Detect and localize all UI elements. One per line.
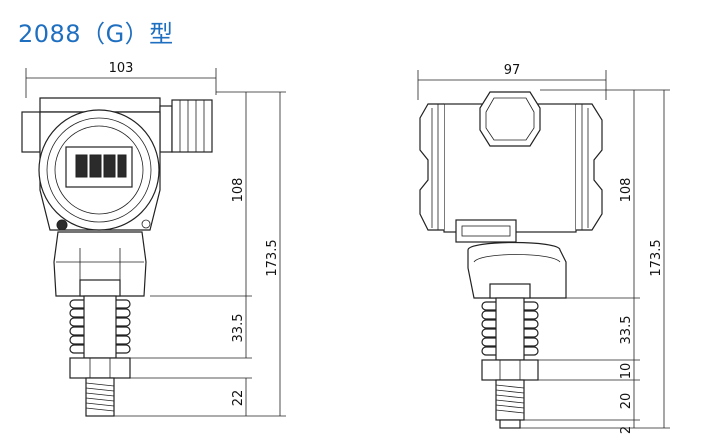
side-view: 97 — [417, 63, 670, 434]
lcd-digit — [89, 154, 102, 178]
side-cooling-fins — [481, 297, 539, 361]
front-left-gland — [21, 111, 41, 153]
front-hex-nut — [69, 357, 131, 379]
side-housing-height-label: 108 — [619, 178, 634, 203]
front-right-gland-base — [159, 105, 173, 153]
front-total-height-label: 173.5 — [265, 239, 280, 276]
front-connector — [53, 231, 147, 297]
screw-icon — [56, 219, 68, 231]
side-cable-gland — [479, 91, 541, 147]
front-right-gland — [171, 99, 213, 153]
front-thread-height-label: 22 — [231, 390, 246, 407]
side-total-height-label: 173.5 — [649, 239, 664, 276]
lcd-digit — [75, 154, 88, 178]
page-title: 2088（G）型 — [18, 20, 174, 48]
side-hex-height-label: 10 — [619, 363, 634, 380]
screw-icon — [141, 219, 151, 229]
front-view: 103 — [21, 61, 286, 417]
front-width-label: 103 — [109, 61, 134, 76]
side-connector-block — [455, 219, 517, 243]
side-neck-height-label: 33.5 — [619, 316, 634, 345]
front-neck-height-label: 33.5 — [231, 314, 246, 343]
side-bottom-label: 2 — [619, 426, 634, 434]
side-width-label: 97 — [504, 63, 521, 78]
front-cooling-fins — [69, 295, 131, 359]
side-thread — [495, 379, 525, 421]
lcd-digit — [103, 154, 116, 178]
side-thread-height-label: 20 — [619, 393, 634, 410]
front-housing-height-label: 108 — [231, 178, 246, 203]
side-right-cover — [576, 103, 603, 231]
side-hex-nut — [481, 359, 539, 381]
lcd-digit — [117, 154, 127, 178]
